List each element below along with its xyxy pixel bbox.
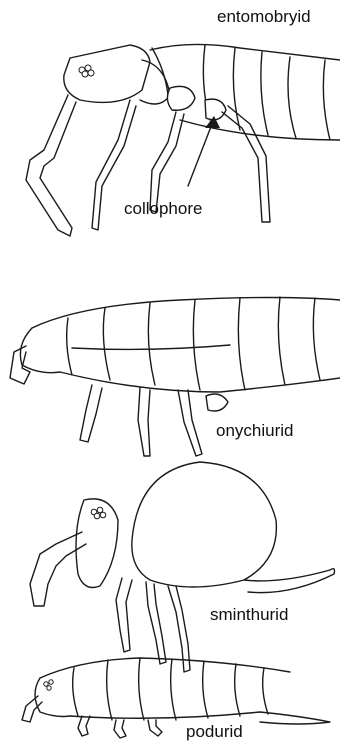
podurid-leg-3: [148, 720, 162, 736]
entomobryid-leg-2: [150, 112, 184, 212]
onychiurid-figure: onychiurid: [10, 297, 340, 456]
onychiurid-leg-3: [178, 390, 202, 456]
onychiurid-segment-6: [278, 297, 285, 385]
entomobryid-segment-3: [233, 48, 240, 130]
entomobryid-antenna: [26, 95, 76, 236]
onychiurid-side-line: [72, 345, 230, 349]
onychiurid-segment-3: [148, 303, 155, 385]
entomobryid-head: [64, 45, 150, 102]
podurid-leg-1: [78, 716, 90, 736]
collophore-arrow-line: [188, 124, 212, 186]
podurid-segment-2: [107, 660, 112, 720]
label-sminthurid: sminthurid: [210, 605, 288, 624]
sminthurid-furca: [244, 569, 335, 593]
podurid-eye-icon: [44, 680, 53, 690]
entomobryid-leg-3: [222, 106, 270, 222]
onychiurid-back: [32, 298, 340, 329]
sminthurid-leg-1: [116, 578, 132, 652]
entomobryid-segment-4: [261, 52, 268, 135]
entomobryid-figure: entomobryid collophore: [26, 7, 340, 236]
sminthurid-leg-2: [146, 582, 166, 664]
entomobryid-leg-3-coxa: [205, 99, 226, 120]
onychiurid-leg-1: [80, 385, 102, 442]
podurid-segment-7: [263, 668, 268, 714]
onychiurid-collophore: [206, 394, 228, 411]
onychiurid-head: [20, 328, 60, 373]
podurid-back: [40, 658, 290, 678]
entomobryid-belly: [180, 120, 340, 140]
entomobryid-leg-coxa: [167, 86, 195, 110]
label-podurid: podurid: [186, 722, 243, 741]
onychiurid-segment-7: [313, 298, 320, 380]
entomobryid-segment-6: [323, 60, 330, 140]
podurid-segment-3: [139, 658, 144, 720]
onychiurid-segment-2: [103, 308, 110, 380]
entomobryid-segment-5: [288, 57, 296, 138]
podurid-segment-4: [171, 659, 176, 720]
onychiurid-segment-5: [238, 298, 245, 390]
onychiurid-segment-4: [193, 300, 200, 390]
podurid-segment-5: [203, 661, 208, 718]
label-collophore: collophore: [124, 199, 202, 218]
onychiurid-segment-1: [67, 318, 72, 375]
label-onychiurid: onychiurid: [216, 421, 294, 440]
label-entomobryid: entomobryid: [217, 7, 311, 26]
podurid-segment-6: [235, 664, 240, 716]
onychiurid-leg-2: [138, 388, 150, 456]
sminthurid-abdomen: [132, 462, 277, 587]
sminthurid-figure: sminthurid: [30, 462, 335, 672]
podurid-leg-2: [114, 720, 126, 738]
entomobryid-back: [150, 44, 340, 60]
podurid-segment-1: [73, 668, 78, 716]
podurid-figure: podurid: [22, 658, 330, 741]
